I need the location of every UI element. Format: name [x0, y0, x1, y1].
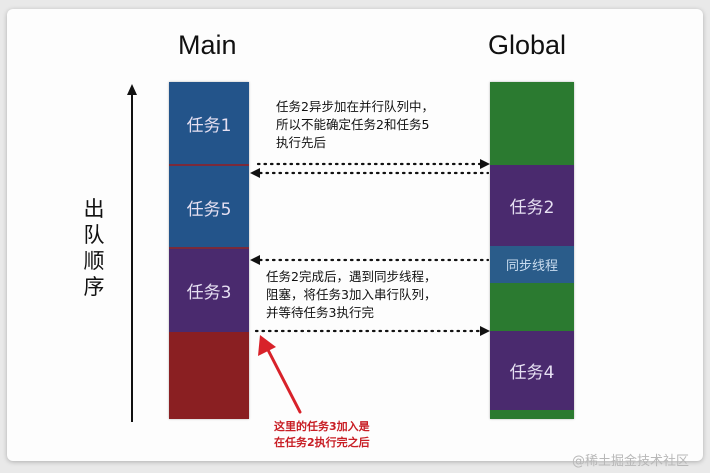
note-sync-blocking: 任务2完成后，遇到同步线程， 阻塞，将任务3加入串行队列， 并等待任务3执行完	[266, 269, 437, 320]
global-block-empty-top	[490, 82, 574, 165]
global-block-sync-thread: 同步线程	[490, 246, 574, 283]
main-block-empty	[169, 332, 249, 419]
red-arrow-line	[264, 344, 302, 414]
global-column-title: Global	[488, 30, 567, 60]
red-arrow-head-icon	[258, 335, 276, 356]
axis-label: 出 队 顺 序	[83, 197, 105, 299]
main-block-task3: 任务3	[169, 249, 249, 332]
global-block-task2: 任务2	[490, 165, 574, 246]
main-divider	[169, 247, 249, 249]
global-queue-column: 任务2 同步线程 任务4	[490, 82, 574, 419]
main-column-title: Main	[178, 30, 237, 60]
note-async-parallel: 任务2异步加在并行队列中， 所以不能确定任务2和任务5 执行先后	[276, 99, 434, 150]
arrow-left-icon	[250, 255, 260, 265]
arrow-right-icon	[480, 159, 490, 169]
global-block-empty-bottom	[490, 410, 574, 419]
main-block-task1: 任务1	[169, 82, 249, 165]
global-block-task4: 任务4	[490, 331, 574, 410]
diagram-card	[7, 9, 703, 461]
dequeue-order-arrow-icon	[127, 84, 137, 422]
arrow-right-icon	[480, 326, 490, 336]
watermark: @稀土掘金技术社区	[572, 454, 690, 469]
global-block-empty-mid	[490, 283, 574, 331]
main-queue-column: 任务1 任务5 任务3	[169, 82, 249, 419]
red-annotation: 这里的任务3加入是 在任务2执行完之后	[274, 420, 370, 449]
arrow-left-icon	[250, 168, 260, 178]
main-divider	[169, 164, 249, 166]
main-block-task5: 任务5	[169, 166, 249, 248]
